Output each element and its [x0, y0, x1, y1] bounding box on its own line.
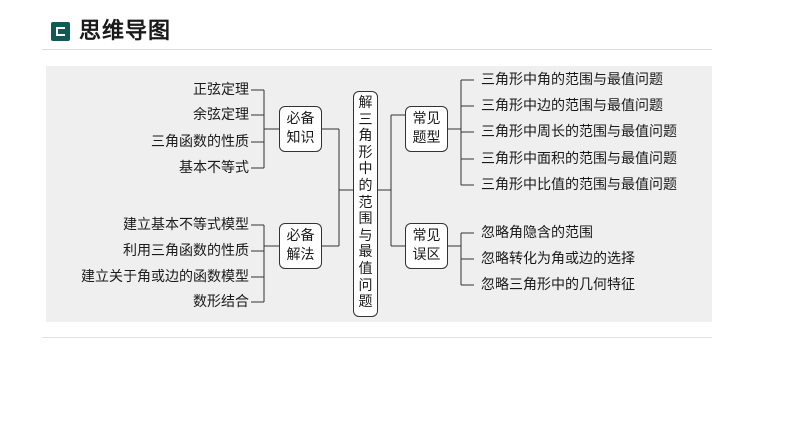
central-char: 中	[358, 161, 373, 178]
box-line: 知识	[286, 130, 315, 146]
section-icon	[51, 22, 70, 41]
central-char: 的	[358, 177, 373, 194]
node-box-common-mistakes: 常见 误区	[405, 223, 448, 269]
box-line: 常见	[412, 111, 441, 127]
central-char: 解	[358, 95, 373, 111]
node-left-1-item: 余弦定理	[193, 107, 249, 123]
central-char: 题	[358, 294, 373, 311]
central-char: 形	[358, 144, 373, 161]
node-right-1-item: 三角形中边的范围与最值问题	[481, 98, 663, 114]
node-right-2-item: 忽略三角形中的几何特征	[481, 277, 635, 293]
node-right-1-item: 三角形中周长的范围与最值问题	[481, 124, 677, 140]
central-char: 问	[358, 277, 373, 294]
node-right-1-item: 三角形中面积的范围与最值问题	[481, 151, 677, 167]
box-line: 误区	[412, 247, 441, 263]
node-right-1-item: 三角形中角的范围与最值问题	[481, 72, 663, 88]
box-line: 常见	[412, 228, 441, 244]
header-divider	[42, 49, 712, 50]
node-left-2-item: 建立关于角或边的函数模型	[81, 269, 249, 285]
box-line: 题型	[412, 130, 441, 146]
node-left-1-item: 三角函数的性质	[151, 134, 249, 150]
node-right-2-item: 忽略角隐含的范围	[481, 225, 593, 241]
section-header: 思维导图	[0, 0, 794, 60]
node-left-1-item: 正弦定理	[193, 82, 249, 98]
node-left-1-item: 基本不等式	[179, 160, 249, 176]
node-box-required-methods: 必备 解法	[279, 223, 322, 269]
mind-map-panel	[46, 66, 712, 322]
box-line: 必备	[286, 111, 315, 127]
node-box-required-knowledge: 必备 知识	[279, 106, 322, 152]
central-char: 三	[358, 111, 373, 128]
bottom-divider	[42, 337, 712, 338]
box-line: 必备	[286, 228, 315, 244]
box-line: 解法	[286, 247, 315, 263]
central-topic: 解 三 角 形 中 的 范 围 与 最 值 问 题	[353, 91, 378, 317]
central-char: 角	[358, 128, 373, 145]
central-char: 值	[358, 260, 373, 277]
node-left-2-item: 利用三角函数的性质	[123, 243, 249, 259]
node-right-1-item: 三角形中比值的范围与最值问题	[481, 177, 677, 193]
node-left-2-item: 建立基本不等式模型	[123, 217, 249, 233]
node-right-2-item: 忽略转化为角或边的选择	[481, 251, 635, 267]
node-left-2-item: 数形结合	[193, 294, 249, 310]
central-char: 围	[358, 211, 373, 228]
central-char: 范	[358, 194, 373, 211]
section-title: 思维导图	[79, 19, 172, 44]
central-char: 最	[358, 244, 373, 261]
node-box-common-types: 常见 题型	[405, 106, 448, 152]
central-char: 与	[358, 227, 373, 244]
